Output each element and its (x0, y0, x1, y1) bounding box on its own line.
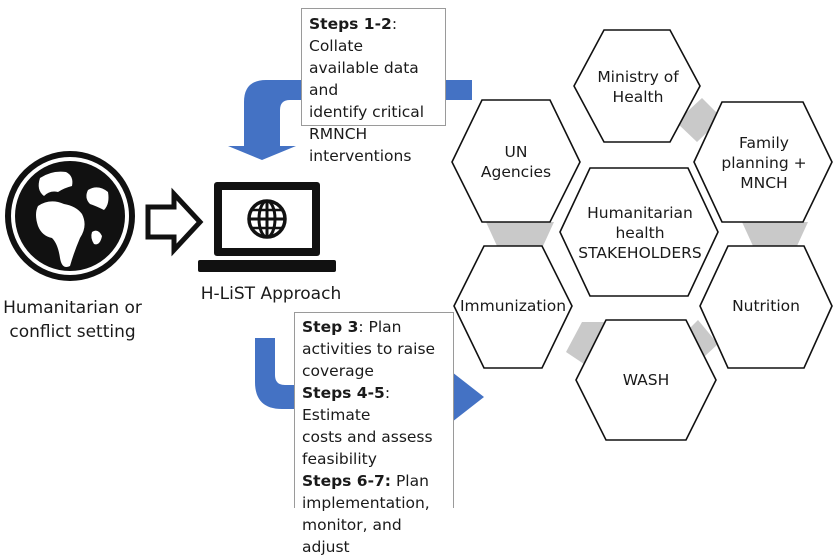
hex-un-agencies (451, 99, 581, 223)
hex-immunization (453, 245, 573, 369)
hex-label-center-line-1: Humanitarian (587, 204, 693, 222)
hex-label-immunization-line-1: Immunization (459, 297, 567, 315)
steps-bottom-line-5: costs and assess (302, 428, 433, 446)
hex-label-immunization: Immunization (460, 286, 566, 326)
hex-label-wash-line-1: WASH (622, 371, 670, 389)
connector-immunization-un (486, 222, 554, 246)
steps-bottom-line-6: feasibility (302, 450, 377, 468)
globe-africa-icon (5, 151, 135, 281)
steps-bottom-line-1: Step 3: Plan (302, 318, 402, 336)
hex-label-center-line-3: STAKEHOLDERS (578, 244, 702, 262)
laptop-globe-icon (198, 182, 336, 272)
hex-label-un: UN Agencies (470, 140, 562, 184)
hex-label-nutrition: Nutrition (716, 286, 816, 326)
hex-wash (575, 319, 717, 441)
setting-label-line-2: conflict setting (9, 322, 136, 342)
hex-label-wash: WASH (596, 360, 696, 400)
connector-ministry-family (676, 98, 722, 142)
hex-label-ministry-line-2: Health (612, 88, 664, 106)
connector-family-nutrition (742, 222, 808, 246)
hex-label-center: Humanitarian health STAKEHOLDERS (574, 200, 706, 266)
steps-top-line-2: available data and (309, 59, 419, 99)
hex-label-ministry: Ministry of Health (590, 64, 686, 110)
connector-wash-immunization (566, 322, 604, 368)
hex-label-family-line-1: Family (739, 134, 789, 152)
steps-box-top: Steps 1-2: Collate available data and id… (301, 8, 446, 165)
hex-nutrition (699, 245, 833, 369)
steps-top-line-4: RMNCH (309, 125, 368, 143)
hex-label-family-line-2: planning + (721, 154, 807, 172)
outline-right-arrow-icon (145, 187, 204, 257)
steps-bottom-line-2: activities to raise (302, 340, 436, 358)
setting-label-line-1: Humanitarian or (3, 298, 142, 318)
hex-label-center-line-2: health (615, 224, 665, 242)
steps-box-bottom: Step 3: Plan activities to raise coverag… (294, 312, 454, 556)
steps-top-line-5: interventions (309, 147, 412, 165)
steps-bottom-line-4: Steps 4-5: Estimate (302, 384, 391, 424)
hex-label-nutrition-line-1: Nutrition (732, 297, 800, 315)
steps-bottom-line-9: monitor, and adjust (302, 516, 402, 556)
hex-center-stakeholders (559, 167, 719, 297)
hex-label-ministry-line-1: Ministry of (597, 68, 679, 86)
steps-bottom-line-7: Steps 6-7: Plan (302, 472, 429, 490)
hex-ministry-of-health (573, 29, 701, 143)
steps-bottom-line-3: coverage (302, 362, 374, 380)
setting-label: Humanitarian or conflict setting (0, 296, 145, 344)
steps-top-line-3: identify critical (309, 103, 425, 121)
hex-label-family: Family planning + MNCH (712, 130, 816, 196)
hex-label-un-line-1: UN Agencies (480, 143, 552, 181)
hex-family-planning (693, 101, 833, 223)
steps-top-line-1: Steps 1-2: Collate (309, 15, 398, 55)
hex-label-family-line-3: MNCH (740, 174, 788, 192)
hex-connectors (486, 98, 808, 368)
steps-bottom-line-8: implementation, (302, 494, 430, 512)
hexagon-group (451, 29, 833, 441)
approach-label: H-LiST Approach (200, 284, 342, 304)
